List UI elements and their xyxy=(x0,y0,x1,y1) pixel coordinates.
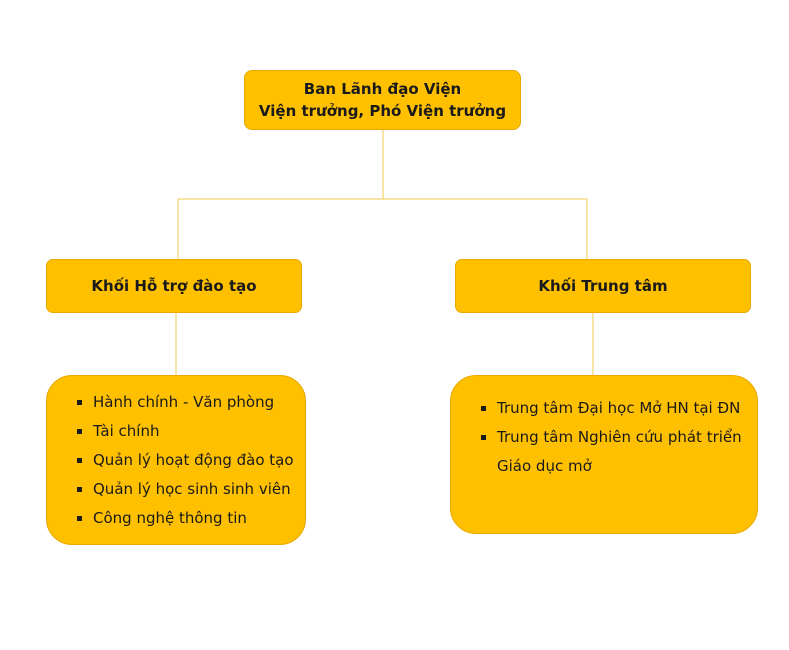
root-node-box: Ban Lãnh đạo Viện Viện trưởng, Phó Viện … xyxy=(244,70,521,130)
list-item: Hành chính - Văn phòng xyxy=(77,388,295,417)
square-bullet-icon xyxy=(481,406,486,411)
left-branch-title: Khối Hỗ trợ đào tạo xyxy=(91,277,257,295)
list-item-text: Quản lý hoạt động đào tạo xyxy=(93,451,294,469)
list-item-text: Công nghệ thông tin xyxy=(93,509,247,527)
right-branch-list-box: Trung tâm Đại học Mở HN tại ĐN Trung tâm… xyxy=(450,375,758,534)
list-item: Trung tâm Nghiên cứu phát triển Giáo dục… xyxy=(481,423,743,481)
square-bullet-icon xyxy=(77,516,82,521)
right-branch-list: Trung tâm Đại học Mở HN tại ĐN Trung tâm… xyxy=(481,394,743,481)
list-item: Quản lý học sinh sinh viên xyxy=(77,475,295,504)
list-item-text: Hành chính - Văn phòng xyxy=(93,393,275,411)
list-item-text: Quản lý học sinh sinh viên xyxy=(93,480,291,498)
square-bullet-icon xyxy=(481,435,486,440)
list-item: Trung tâm Đại học Mở HN tại ĐN xyxy=(481,394,743,423)
square-bullet-icon xyxy=(77,400,82,405)
left-branch-list: Hành chính - Văn phòng Tài chính Quản lý… xyxy=(77,388,295,533)
list-item: Tài chính xyxy=(77,417,295,446)
square-bullet-icon xyxy=(77,458,82,463)
list-item-text: Trung tâm Đại học Mở HN tại ĐN xyxy=(497,399,741,417)
right-branch-title: Khối Trung tâm xyxy=(538,277,668,295)
root-node-title: Ban Lãnh đạo Viện xyxy=(303,80,462,98)
list-item: Quản lý hoạt động đào tạo xyxy=(77,446,295,475)
square-bullet-icon xyxy=(77,487,82,492)
left-branch-list-box: Hành chính - Văn phòng Tài chính Quản lý… xyxy=(46,375,306,545)
right-branch-header-box: Khối Trung tâm xyxy=(455,259,751,313)
list-item: Công nghệ thông tin xyxy=(77,504,295,533)
left-branch-header-box: Khối Hỗ trợ đào tạo xyxy=(46,259,302,313)
square-bullet-icon xyxy=(77,429,82,434)
list-item-text: Tài chính xyxy=(93,422,160,440)
list-item-text: Trung tâm Nghiên cứu phát triển Giáo dục… xyxy=(497,428,742,475)
root-node-subtitle: Viện trưởng, Phó Viện trưởng xyxy=(258,102,507,120)
